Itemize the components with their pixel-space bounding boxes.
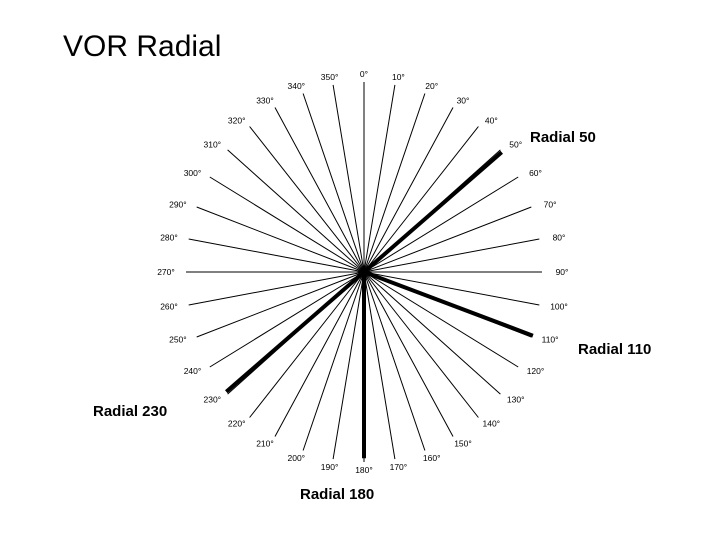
degree-label-50: 50° <box>509 140 522 150</box>
degree-label-260: 260° <box>160 301 178 311</box>
radial-spokes <box>186 82 542 462</box>
degree-label-150: 150° <box>454 439 472 449</box>
spoke-290 <box>196 206 365 273</box>
degree-label-0: 0° <box>360 69 368 79</box>
degree-label-220: 220° <box>228 419 246 429</box>
degree-label-250: 250° <box>169 335 187 345</box>
spoke-40 <box>363 126 479 273</box>
degree-label-350: 350° <box>321 72 339 82</box>
spoke-100 <box>363 271 540 306</box>
spoke-60 <box>363 176 519 273</box>
callout-radial-180: Radial 180 <box>300 486 375 503</box>
callout-radial-50: Radial 50 <box>530 129 596 146</box>
spoke-10 <box>363 84 396 273</box>
spoke-70 <box>363 206 532 273</box>
degree-label-130: 130° <box>507 394 525 404</box>
spoke-160 <box>363 271 426 451</box>
degree-label-280: 280° <box>160 233 178 243</box>
spoke-280 <box>188 238 365 273</box>
callout-radial-110: Radial 110 <box>578 341 652 358</box>
spoke-350 <box>332 84 365 273</box>
spoke-30 <box>363 107 454 273</box>
spoke-260 <box>188 271 365 306</box>
spoke-150 <box>363 271 454 437</box>
degree-label-120: 120° <box>527 366 545 376</box>
degree-label-330: 330° <box>256 96 274 106</box>
bold-radial-50 <box>362 150 504 274</box>
degree-label-170: 170° <box>390 462 408 472</box>
spoke-330 <box>274 107 365 273</box>
degree-label-230: 230° <box>204 394 222 404</box>
highlighted-radials <box>224 150 534 459</box>
spoke-130 <box>363 271 501 395</box>
degree-label-200: 200° <box>288 453 306 463</box>
degree-label-10: 10° <box>392 72 405 82</box>
degree-label-110: 110° <box>542 335 559 345</box>
degree-label-30: 30° <box>457 96 470 106</box>
spoke-210 <box>274 271 365 437</box>
callout-radial-230: Radial 230 <box>93 403 168 420</box>
spoke-190 <box>332 271 365 460</box>
degree-label-80: 80° <box>553 233 566 243</box>
degree-labels: 0° 10° 20° 30° 40° 50° 60° 70° 80° 90° 100° 110° 120… <box>157 69 568 475</box>
degree-label-240: 240° <box>184 366 202 376</box>
degree-label-40: 40° <box>485 115 498 125</box>
degree-label-290: 290° <box>169 199 187 209</box>
bold-radial-110 <box>363 270 534 338</box>
degree-label-160: 160° <box>423 453 441 463</box>
spoke-170 <box>363 271 396 460</box>
degree-label-70: 70° <box>544 199 557 209</box>
degree-label-310: 310° <box>204 140 222 150</box>
degree-label-300: 300° <box>184 168 202 178</box>
degree-label-140: 140° <box>483 419 501 429</box>
degree-label-180: 180° <box>355 465 373 475</box>
degree-label-190: 190° <box>321 462 339 472</box>
spoke-140 <box>363 271 479 418</box>
spoke-310 <box>227 149 365 273</box>
spoke-320 <box>249 126 365 273</box>
degree-label-20: 20° <box>425 81 438 91</box>
degree-label-100: 100° <box>550 301 568 311</box>
page-title: VOR Radial <box>63 30 222 63</box>
degree-label-90: 90° <box>556 267 569 277</box>
bold-radial-230 <box>224 270 366 394</box>
spoke-240 <box>209 271 365 368</box>
spoke-340 <box>302 93 365 273</box>
spoke-220 <box>249 271 365 418</box>
spoke-120 <box>363 271 519 368</box>
spoke-20 <box>363 93 426 273</box>
degree-label-60: 60° <box>529 168 542 178</box>
degree-label-320: 320° <box>228 115 246 125</box>
degree-label-270: 270° <box>157 267 175 277</box>
spoke-250 <box>196 271 365 338</box>
spoke-80 <box>363 238 540 273</box>
spoke-200 <box>302 271 365 451</box>
degree-label-340: 340° <box>288 81 306 91</box>
spoke-300 <box>209 176 365 273</box>
degree-label-210: 210° <box>256 439 274 449</box>
